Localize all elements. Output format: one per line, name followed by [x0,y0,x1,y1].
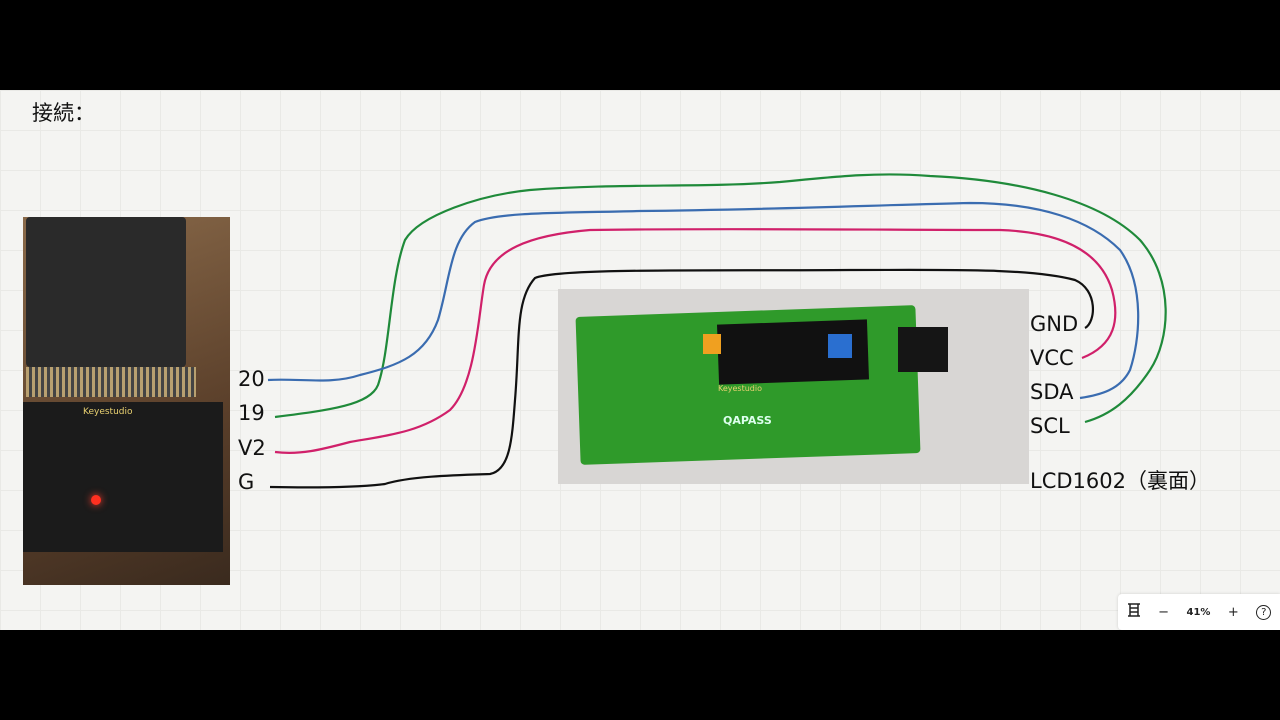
adapter-logo: Keyestudio [718,384,762,393]
jumper [703,334,721,354]
help-icon[interactable]: ? [1256,604,1272,620]
lcd-photo: Keyestudio QAPASS [558,289,1029,484]
lcd-caption: LCD1602（裏面） [1030,469,1210,493]
microbit-board [26,217,186,367]
power-led [91,495,101,505]
shield-board [23,402,223,552]
lcd-pin-scl: SCL [1030,414,1070,438]
zoom-in-button[interactable]: + [1227,604,1239,620]
zoom-level[interactable]: 41% [1186,606,1211,618]
fit-to-screen-icon[interactable] [1127,603,1141,621]
wire-19-scl[interactable] [274,173,1167,424]
wire-g-gnd[interactable] [269,268,1095,489]
zoom-out-button[interactable]: − [1158,604,1170,620]
lcd-pin-gnd: GND [1030,312,1079,336]
dupont-connector [898,327,948,372]
potentiometer [828,334,852,358]
wire-v2-vcc[interactable] [274,228,1117,454]
page-title: 接続： [32,101,95,125]
zoom-toolbar: − 41% + ? [1118,594,1280,630]
lcd-pin-vcc: VCC [1030,346,1074,370]
lcd-brand: QAPASS [723,414,772,427]
pin-label-g: G [238,470,255,494]
pin-label-v2: V2 [238,436,266,460]
wire-20-sda[interactable] [267,201,1140,400]
lcd-pin-sda: SDA [1030,380,1074,404]
microbit-photo: Keyestudio [23,217,230,585]
shield-logo: Keyestudio [83,407,133,417]
pin-label-19: 19 [238,401,265,425]
edge-connector [26,367,196,397]
pin-label-20: 20 [238,367,265,391]
